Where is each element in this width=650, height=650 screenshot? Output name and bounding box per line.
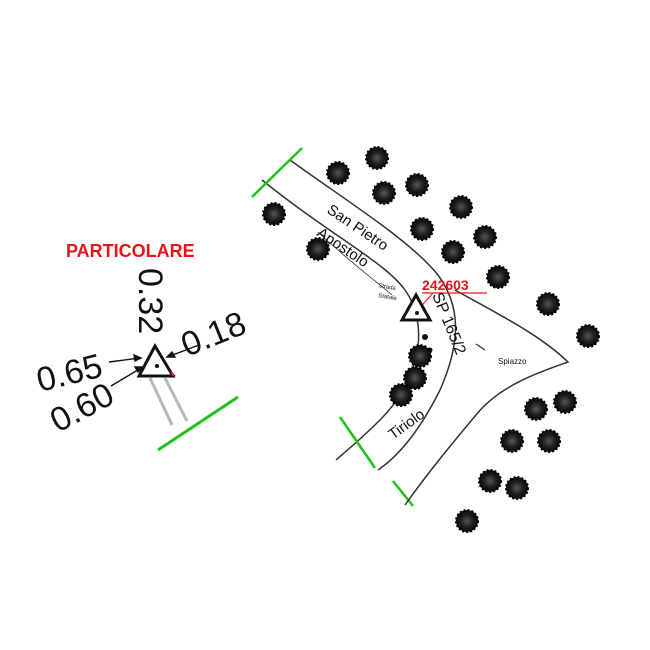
detail-group: PARTICOLARE 0.32 0.18 0.65 0.60 [33,241,252,452]
map-sign-icon [399,291,433,322]
tree-icon [372,181,396,205]
tree-icon [553,390,577,414]
dimension-top: 0.32 [131,268,169,334]
detail-title: PARTICOLARE [66,241,195,261]
road-end-caps [251,147,414,507]
road-name-lower: Tiriolo [385,406,428,443]
tree-icon [306,237,330,261]
road-tick [475,343,486,351]
spiazzo-outline [404,289,570,506]
tree-icon [500,429,524,453]
tree-icon [410,217,434,241]
plan-map: 242603 San Pietro Apostolo SP 165/2 Tiri… [251,146,600,533]
area-label: Spiazzo [498,357,527,366]
tree-icon [505,476,529,500]
sign-id-label: 242603 [422,277,469,293]
tree-icon [262,202,286,226]
tree-icon [389,383,413,407]
tree-icon [405,173,429,197]
sign-posts [148,377,189,426]
road-edges [261,159,457,471]
road-code-label: SP 165/2 [428,290,468,357]
tree-icon [473,225,497,249]
tree-icon [536,292,560,316]
tree-icon [408,344,432,368]
small-label-1: Strada [378,283,397,292]
tree-icon [478,469,502,493]
tree-icon [524,397,548,421]
small-label-2: Statale [378,293,398,302]
dimension-right: 0.18 [176,304,252,364]
tree-icon [326,161,350,185]
tree-icon [455,509,479,533]
dimension-lines [108,344,200,387]
tree-icon [403,366,427,390]
tree-icon [449,195,473,219]
tree-icon [537,429,561,453]
ground-line [157,395,239,452]
tree-icon [365,146,389,170]
tree-icon [441,240,465,264]
tree-icon [576,324,600,348]
detail-sign-icon [136,342,176,378]
tree-icon [486,265,510,289]
trees [262,146,600,533]
